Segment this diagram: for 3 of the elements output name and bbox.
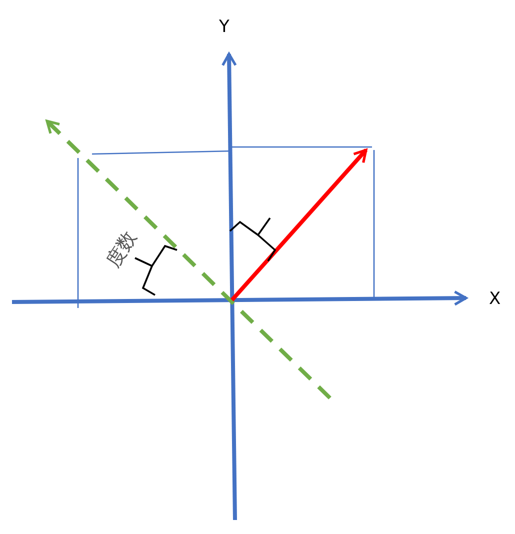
angle-label: 度数 bbox=[104, 228, 140, 271]
axis-label: Y bbox=[219, 19, 230, 36]
axis-label: X bbox=[489, 291, 501, 308]
